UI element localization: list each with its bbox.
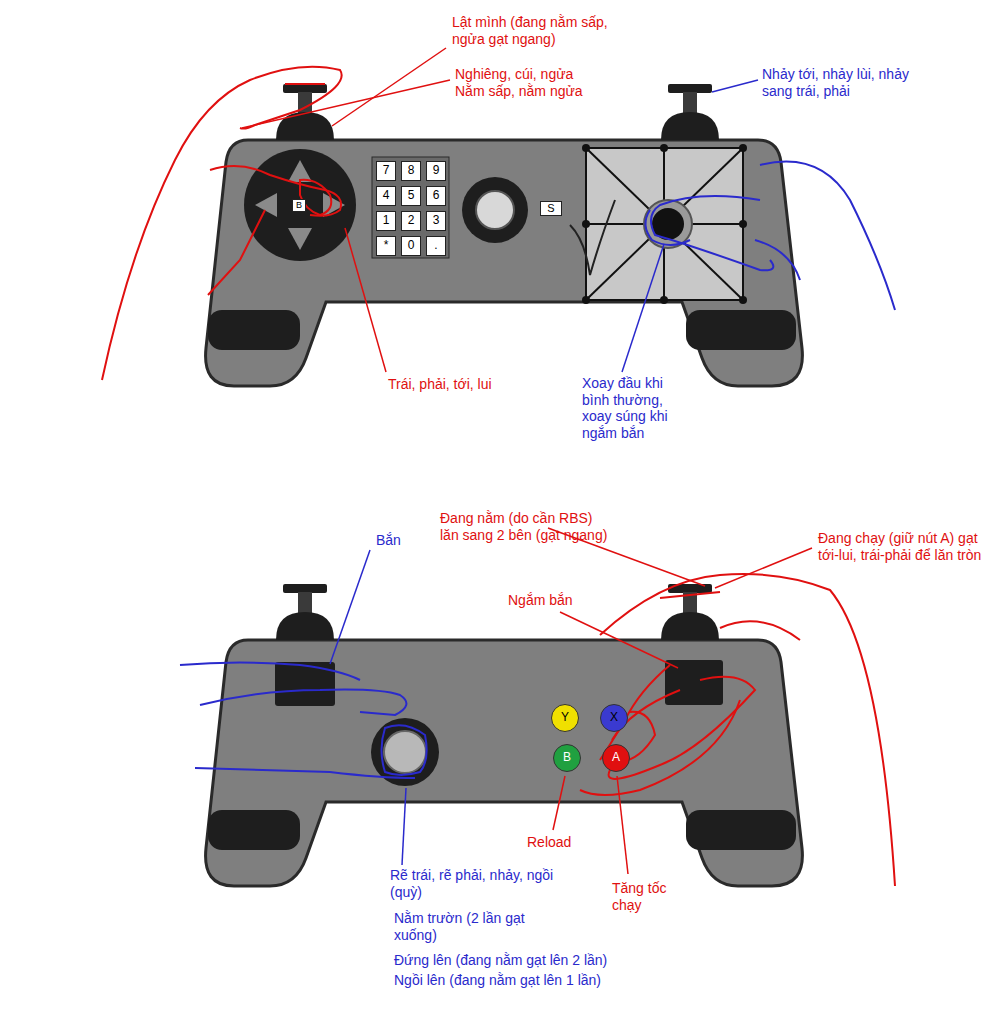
- keypad-key: .: [426, 236, 446, 256]
- keypad-key: 7: [376, 161, 396, 181]
- callout-text: Ngồi lên (đang nằm gạt lên 1 lần): [394, 972, 601, 989]
- dpad-label: B: [292, 199, 306, 212]
- keypad-key: 6: [426, 186, 446, 206]
- keypad-key: 0: [401, 236, 421, 256]
- node-text: .: [434, 239, 437, 252]
- keypad-key: 1: [376, 211, 396, 231]
- callout-text: Reload: [527, 834, 571, 851]
- callout-text: Đứng lên (đang nằm gạt lên 2 lần): [394, 952, 607, 969]
- callout-text: Nằm trườn (2 lần gạt xuống): [394, 910, 564, 943]
- callout-text: Đang chạy (giữ nút A) gạt tới-lui, trái-…: [818, 530, 998, 563]
- keypad-key: 3: [426, 211, 446, 231]
- face-button: Y: [551, 704, 579, 732]
- face-button: X: [600, 704, 628, 732]
- node-text: 3: [433, 214, 440, 227]
- callout-text: Xoay đầu khi bình thường, xoay súng khi …: [582, 375, 686, 441]
- face-button: B: [553, 744, 581, 772]
- keypad-key: 8: [401, 161, 421, 181]
- node-text: 6: [433, 189, 440, 202]
- node-text: Y: [561, 711, 569, 724]
- callout-text: Lật mình (đang nằm sấp, ngửa gạt ngang): [452, 14, 624, 47]
- node-text: 9: [433, 164, 440, 177]
- node-text: 2: [408, 214, 415, 227]
- node-text: B: [296, 201, 302, 211]
- node-text: 5: [408, 189, 415, 202]
- keypad-key: 2: [401, 211, 421, 231]
- node-text: X: [610, 711, 618, 724]
- keypad-key: 9: [426, 161, 446, 181]
- select-button: S: [540, 201, 562, 216]
- callout-text: Đang nằm (do cần RBS) lăn sang 2 bên (gạ…: [440, 510, 612, 543]
- keypad-key: 5: [401, 186, 421, 206]
- node-text: *: [384, 239, 389, 252]
- keypad-key: *: [376, 236, 396, 256]
- face-button: A: [602, 744, 630, 772]
- node-text: A: [612, 751, 620, 764]
- node-text: 1: [383, 214, 390, 227]
- node-text: 8: [408, 164, 415, 177]
- node-text: 7: [383, 164, 390, 177]
- callout-text: Rẽ trái, rẽ phải, nhảy, ngồi (quỳ): [390, 867, 560, 900]
- callout-text: Tăng tốc chạy: [612, 880, 674, 913]
- node-text: 0: [408, 239, 415, 252]
- callout-text: Nhảy tới, nhảy lùi, nhảy sang trái, phải: [762, 66, 922, 99]
- callout-text: Ngắm bắn: [508, 592, 573, 609]
- callout-text: Bắn: [376, 532, 401, 549]
- node-text: S: [547, 202, 554, 214]
- callout-text: Nghiêng, cúi, ngửa Nằm sấp, nằm ngửa: [455, 66, 595, 99]
- keypad-key: 4: [376, 186, 396, 206]
- node-text: 4: [383, 189, 390, 202]
- node-text: B: [563, 751, 571, 764]
- callout-text: Trái, phải, tới, lui: [388, 376, 492, 393]
